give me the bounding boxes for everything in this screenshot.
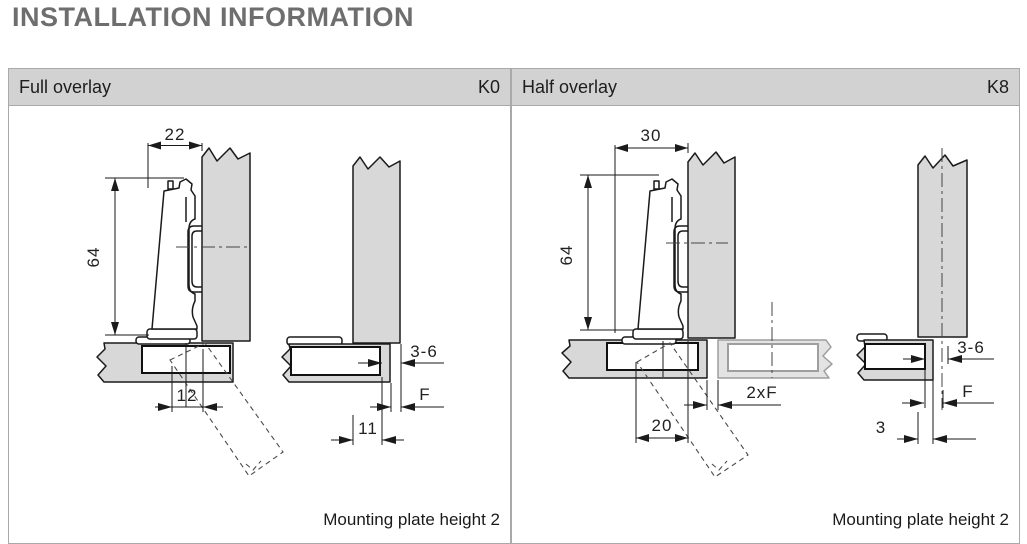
partition-panel	[687, 151, 736, 339]
dimension-overlay-22: 22	[147, 125, 203, 188]
panel-full-overlay: Full overlay K0 Mounting plate height 2	[8, 68, 511, 544]
dim-label-f: F	[419, 385, 430, 404]
dimension-plate-3: 3	[876, 412, 976, 444]
panel-half-overlay: Half overlay K8 Mounting plate height 2	[511, 68, 1020, 544]
dim-label-3-6: 3-6	[410, 342, 438, 361]
door-edge-marks-2	[711, 460, 728, 471]
dimension-plate-11: 11	[331, 377, 404, 445]
dim-label-22: 22	[165, 125, 186, 144]
hinge	[135, 178, 203, 345]
panel-full-overlay-code: K0	[477, 76, 500, 97]
page-title: INSTALLATION INFORMATION	[12, 2, 414, 32]
dim-label-11: 11	[358, 419, 378, 438]
panel-full-overlay-header: Full overlay K0	[9, 69, 510, 106]
dimension-gap-3-6-right: 3-6	[903, 338, 994, 408]
panel-half-overlay-footer: Mounting plate height 2	[832, 510, 1009, 529]
panel-half-overlay-header: Half overlay K8	[512, 69, 1019, 106]
dim-label-64-right: 64	[557, 245, 576, 266]
door-swing-dashed-2	[636, 342, 749, 478]
dim-label-20: 20	[652, 416, 673, 435]
half-overlay-drawing: 30 64 20 2xF	[557, 126, 994, 478]
dimension-cup-12: 12	[155, 343, 223, 412]
partition-panel-2	[917, 154, 968, 338]
panel-full-overlay-footer: Mounting plate height 2	[323, 510, 500, 529]
door-panel-section-2	[352, 156, 401, 344]
door-edge-marks	[245, 460, 262, 471]
cup-hole-2	[290, 346, 381, 376]
dimension-double-gap-2xf: 2xF	[684, 380, 781, 410]
dimension-height-64-right: 64	[557, 174, 659, 331]
cup-hole-light	[727, 343, 819, 372]
dim-label-2xf: 2xF	[746, 383, 777, 402]
cup-hole-dark	[606, 342, 699, 371]
panel-full-overlay-title: Full overlay	[19, 76, 112, 97]
dimension-cup-20: 20	[635, 341, 689, 443]
dim-label-f-right: F	[962, 382, 973, 401]
dim-label-30: 30	[641, 126, 662, 145]
door-panel-section	[201, 147, 251, 342]
panel-half-overlay-title: Half overlay	[522, 76, 618, 97]
dimension-f-right: F	[902, 380, 994, 444]
door-swing-dashed	[169, 342, 284, 477]
dim-label-3: 3	[876, 418, 886, 437]
dimension-gap-3-6: 3-6	[358, 342, 444, 412]
panel-half-overlay-code: K8	[986, 76, 1009, 97]
dim-label-12: 12	[177, 386, 198, 405]
dimension-overlay-30: 30	[614, 126, 689, 333]
dimension-f: F	[370, 383, 444, 412]
dim-label-64: 64	[84, 247, 103, 268]
dimension-height-64: 64	[84, 177, 184, 336]
dim-label-3-6-right: 3-6	[957, 338, 985, 357]
full-overlay-drawing: 22 64 12	[84, 125, 444, 477]
hinge-dark	[621, 178, 689, 345]
